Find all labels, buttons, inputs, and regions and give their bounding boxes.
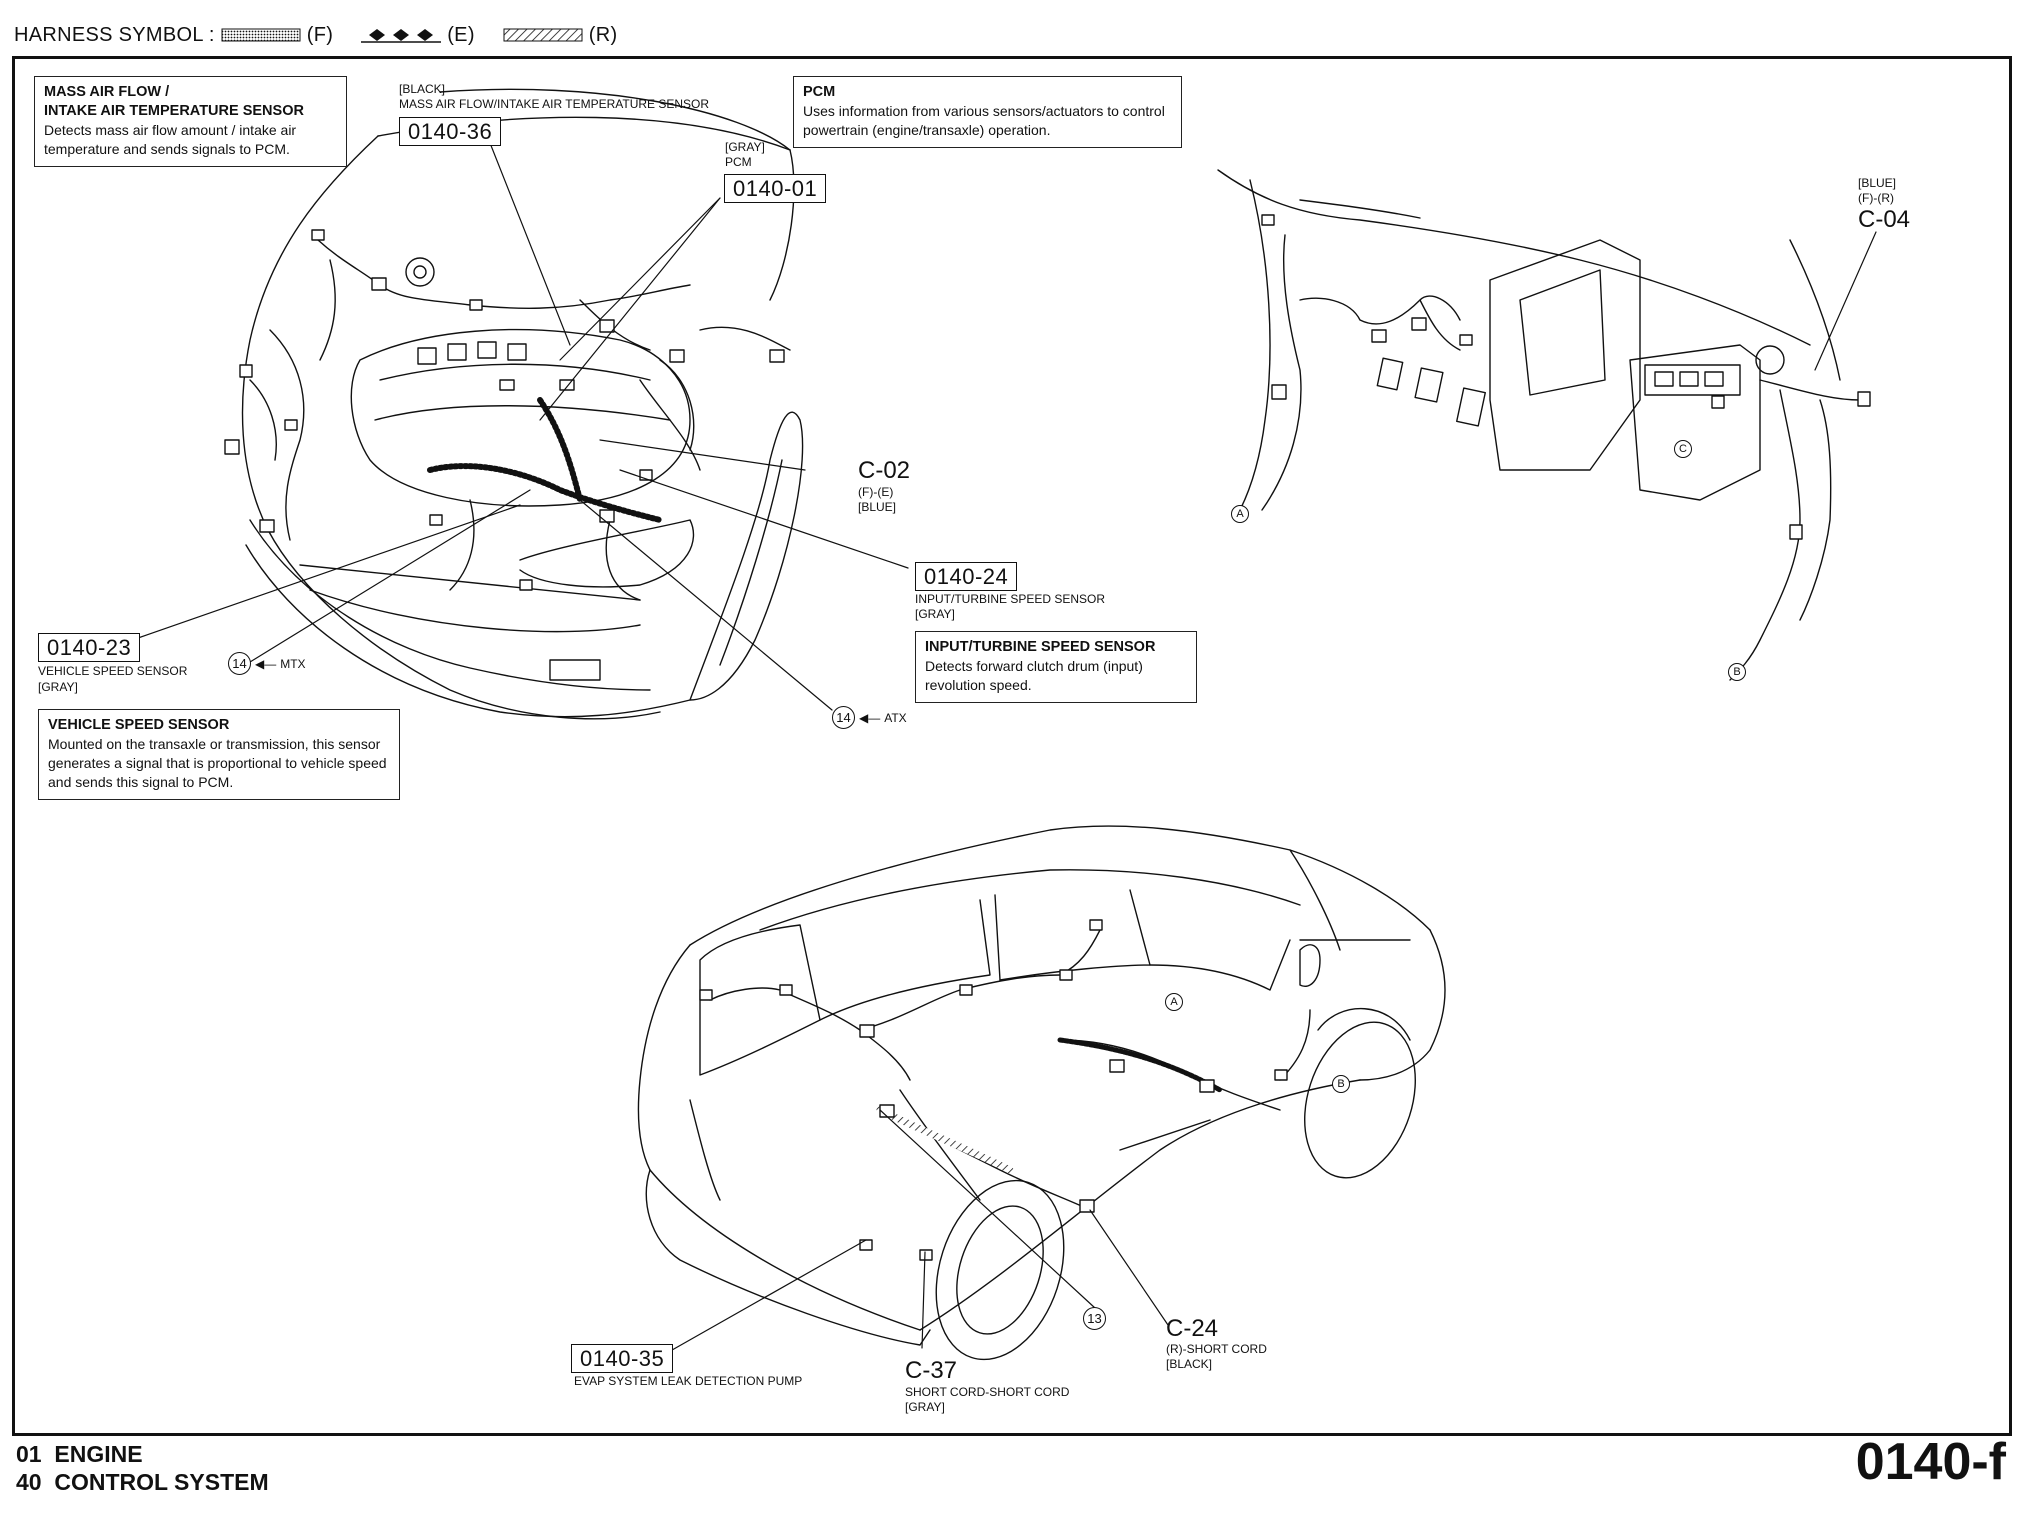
footer-engine: 01 ENGINE [16, 1441, 143, 1467]
page-code: 0140-f [1855, 1433, 2006, 1491]
evap-connector-name: EVAP SYSTEM LEAK DETECTION PUMP [574, 1374, 803, 1388]
diagram-frame [12, 56, 2012, 1436]
connector-c04-code: C-04 [1858, 206, 1911, 233]
marker-body-a: A [1165, 993, 1183, 1011]
connector-c37-harness: SHORT CORD-SHORT CORD [905, 1385, 1070, 1399]
vss-connector-color: [GRAY] [38, 680, 78, 694]
code-0140-35: 0140-35 [571, 1344, 674, 1373]
hatched-harness-icon [503, 28, 583, 42]
iss-info-title: INPUT/TURBINE SPEED SENSOR [925, 639, 1156, 655]
dashboard-view [1218, 170, 1876, 680]
iss-connector-name: INPUT/TURBINE SPEED SENSOR [915, 592, 1106, 606]
footer-control-system: 40 CONTROL SYSTEM [16, 1469, 269, 1495]
iss-info-box: INPUT/TURBINE SPEED SENSOR Detects forwa… [915, 631, 1197, 703]
marker-dash-a: A [1231, 505, 1249, 523]
ground-mtx-number: 14 [228, 652, 251, 675]
maf-connector-color: [BLACK] [399, 82, 446, 96]
harness-e-label: (E) [447, 23, 475, 46]
marker-dash-b: B [1728, 663, 1746, 681]
vss-info-title: VEHICLE SPEED SENSOR [48, 717, 230, 733]
connector-c02-color: [BLUE] [858, 500, 897, 514]
intake-runners [418, 342, 526, 364]
harness-r-label: (R) [588, 23, 618, 46]
connector-c04-color: [BLUE] [1858, 176, 1897, 190]
maf-info-title-2: INTAKE AIR TEMPERATURE SENSOR [44, 103, 304, 119]
code-0140-23: 0140-23 [38, 633, 141, 662]
pcm-connector-color: [GRAY] [725, 140, 765, 154]
vss-info-body: Mounted on the transaxle or transmission… [48, 736, 387, 790]
footer-section: 01 ENGINE 40 CONTROL SYSTEM [16, 1440, 269, 1496]
connector-c37-code: C-37 [905, 1357, 958, 1384]
ground-point-13: 13 [1083, 1307, 1106, 1330]
arrow-left-icon: ◀— [859, 710, 881, 725]
ground-mtx-label: MTX [280, 656, 306, 671]
ground-atx-number: 14 [832, 706, 855, 729]
connector-c24-color: [BLACK] [1166, 1357, 1213, 1371]
diamond-harness-icon [361, 29, 442, 43]
harness-symbol-legend: HARNESS SYMBOL : (F) (E) (R) [14, 18, 639, 52]
connector-c02-harness: (F)-(E) [858, 485, 894, 499]
connector-c04-harness: (F)-(R) [1858, 191, 1894, 205]
pcm-connector-name: PCM [725, 155, 752, 169]
code-0140-24: 0140-24 [915, 562, 1018, 591]
ground-point-mtx: 14 ◀— MTX [228, 652, 306, 675]
pcm-info-title: PCM [803, 84, 836, 100]
dotted-harness-icon [221, 28, 301, 42]
vss-connector-name: VEHICLE SPEED SENSOR [38, 664, 188, 678]
ground-atx-label: ATX [884, 710, 907, 725]
connector-c37-color: [GRAY] [905, 1400, 945, 1414]
code-0140-01: 0140-01 [724, 174, 827, 203]
vehicle-body-view [638, 826, 1445, 1376]
pcm-info-box: PCM Uses information from various sensor… [793, 76, 1182, 148]
maf-info-body: Detects mass air flow amount / intake ai… [44, 122, 297, 157]
vss-info-box: VEHICLE SPEED SENSOR Mounted on the tran… [38, 709, 400, 800]
maf-info-title-1: MASS AIR FLOW / [44, 84, 170, 100]
harness-f-label: (F) [306, 23, 334, 46]
maf-info-box: MASS AIR FLOW / INTAKE AIR TEMPERATURE S… [34, 76, 347, 167]
code-0140-36: 0140-36 [399, 117, 502, 146]
maf-connector-name: MASS AIR FLOW/INTAKE AIR TEMPERATURE SEN… [399, 97, 710, 111]
engine-compartment-view [225, 89, 803, 718]
iss-connector-color: [GRAY] [915, 607, 955, 621]
engine-leader-lines [138, 143, 908, 710]
iss-info-body: Detects forward clutch drum (input) revo… [925, 658, 1143, 693]
connector-c02-code: C-02 [858, 457, 911, 484]
arrow-left-icon: ◀— [255, 656, 277, 671]
connector-c24-harness: (R)-SHORT CORD [1166, 1342, 1267, 1356]
harness-symbol-title: HARNESS SYMBOL : [14, 23, 215, 46]
connector-c24-code: C-24 [1166, 1315, 1219, 1342]
ground-point-atx: 14 ◀— ATX [832, 706, 907, 729]
marker-body-b: B [1332, 1075, 1350, 1093]
pcm-info-body: Uses information from various sensors/ac… [803, 103, 1165, 138]
marker-dash-c: C [1674, 440, 1692, 458]
